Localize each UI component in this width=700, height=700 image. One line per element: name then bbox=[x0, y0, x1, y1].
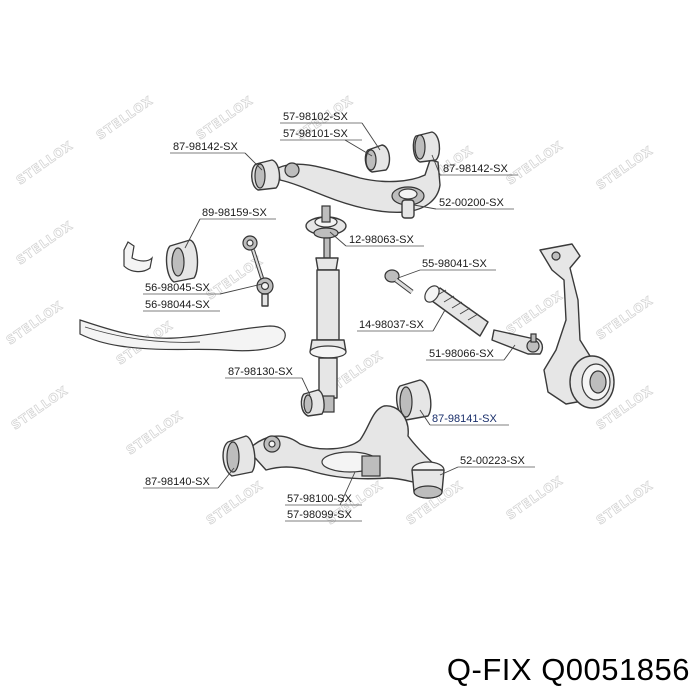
watermark: STELLOX bbox=[9, 383, 71, 432]
tie-rod-end bbox=[491, 329, 544, 355]
steering-knuckle bbox=[539, 243, 615, 409]
label-55-98041[interactable]: 55-98041-SX bbox=[422, 258, 487, 270]
label-12-98063[interactable]: 12-98063-SX bbox=[349, 234, 414, 246]
watermark: STELLOX bbox=[504, 288, 566, 337]
stabilizer-link bbox=[242, 235, 274, 307]
watermark: STELLOX bbox=[504, 473, 566, 522]
label-14-98037[interactable]: 14-98037-SX bbox=[359, 319, 424, 331]
label-87-98140[interactable]: 87-98140-SX bbox=[145, 476, 210, 488]
part-labels: 57-98102-SX 57-98101-SX 87-98142-SX 87-9… bbox=[145, 111, 525, 521]
label-57-98099[interactable]: 57-98099-SX bbox=[287, 509, 352, 521]
watermark: STELLOX bbox=[194, 93, 256, 142]
label-56-98045[interactable]: 56-98045-SX bbox=[145, 282, 210, 294]
stabilizer-bar bbox=[79, 319, 286, 352]
watermark: STELLOX bbox=[14, 218, 76, 267]
strut-bushing bbox=[300, 389, 325, 417]
label-87-98142-left[interactable]: 87-98142-SX bbox=[173, 141, 238, 153]
watermark: STELLOX bbox=[504, 138, 566, 187]
stabilizer-bushing bbox=[123, 239, 199, 283]
label-52-00223[interactable]: 52-00223-SX bbox=[460, 455, 525, 467]
lower-arm-bushing-front bbox=[222, 435, 256, 477]
upper-arm-bushing-right bbox=[412, 131, 441, 163]
brand-name: Q-FIX bbox=[446, 652, 533, 687]
watermark: STELLOX bbox=[94, 93, 156, 142]
label-56-98044[interactable]: 56-98044-SX bbox=[145, 299, 210, 311]
upper-arm-bushing-left bbox=[251, 159, 281, 191]
label-89-98159[interactable]: 89-98159-SX bbox=[202, 207, 267, 219]
label-87-98130[interactable]: 87-98130-SX bbox=[228, 366, 293, 378]
label-87-98141-highlighted[interactable]: 87-98141-SX bbox=[432, 413, 497, 425]
shock-absorber bbox=[309, 237, 347, 413]
watermark: STELLOX bbox=[594, 478, 656, 527]
watermark: STELLOX bbox=[594, 143, 656, 192]
watermark: STELLOX bbox=[594, 293, 656, 342]
part-reference: Q-FIX Q0051856 bbox=[447, 652, 690, 688]
label-52-00200[interactable]: 52-00200-SX bbox=[439, 197, 504, 209]
upper-control-arm bbox=[277, 159, 441, 219]
upper-arm-bushing-mid bbox=[364, 144, 391, 173]
lower-arm-bushing-rear bbox=[395, 379, 432, 421]
strut-mount bbox=[305, 205, 347, 239]
part-number: Q0051856 bbox=[541, 652, 690, 687]
label-57-98100[interactable]: 57-98100-SX bbox=[287, 493, 352, 505]
label-51-98066[interactable]: 51-98066-SX bbox=[429, 348, 494, 360]
watermark: STELLOX bbox=[124, 408, 186, 457]
label-57-98102[interactable]: 57-98102-SX bbox=[283, 111, 348, 123]
leader-lines bbox=[143, 122, 535, 522]
lower-ball-joint bbox=[411, 461, 445, 499]
watermark: STELLOX bbox=[4, 298, 66, 347]
label-57-98101[interactable]: 57-98101-SX bbox=[283, 128, 348, 140]
steering-boot bbox=[424, 285, 489, 337]
lower-control-arm bbox=[247, 405, 441, 486]
watermark: STELLOX bbox=[204, 478, 266, 527]
label-87-98142-right[interactable]: 87-98142-SX bbox=[443, 163, 508, 175]
watermark: STELLOX bbox=[14, 138, 76, 187]
inner-tie-rod bbox=[384, 269, 414, 294]
